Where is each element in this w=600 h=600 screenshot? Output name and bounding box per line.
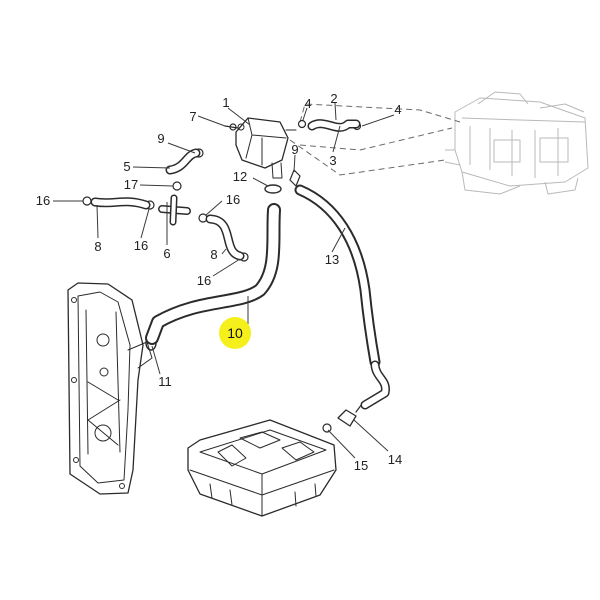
callout-4-right: 4 [394,102,401,117]
callout-9-left: 9 [157,131,164,146]
callout-10: 10 [227,325,243,341]
highlight-marker [219,317,251,349]
callout-16-lower: 16 [197,273,211,288]
callout-6: 6 [163,246,170,261]
hoses [90,119,390,410]
callout-16-far-left: 16 [36,193,50,208]
oil-pan [187,419,337,517]
crankcase-cover [67,282,153,495]
callout-1: 1 [222,95,229,110]
callout-16-right: 16 [226,192,240,207]
callout-12: 12 [233,169,247,184]
callout-13: 13 [325,252,339,267]
callout-labels: 1 2 3 4 4 5 6 7 8 8 9 9 10 11 12 13 14 1… [36,91,402,473]
callout-16-mid: 16 [134,238,148,253]
dashed-reference-lines [289,103,461,176]
breather-valve-body [235,117,297,179]
callout-15: 15 [354,458,368,473]
callout-8-left: 8 [94,239,101,254]
t-fitting [158,194,191,226]
callout-14: 14 [388,452,402,467]
callout-11: 11 [158,374,172,389]
engine-block-ghost [444,91,589,195]
callout-3: 3 [329,153,336,168]
callout-17: 17 [124,177,138,192]
callout-8-right: 8 [210,247,217,262]
callout-9-right: 9 [291,142,298,157]
leader-lines [53,102,395,459]
callout-4-left: 4 [304,96,311,111]
callout-7: 7 [189,109,196,124]
callout-5: 5 [123,159,130,174]
callout-2: 2 [330,91,337,106]
